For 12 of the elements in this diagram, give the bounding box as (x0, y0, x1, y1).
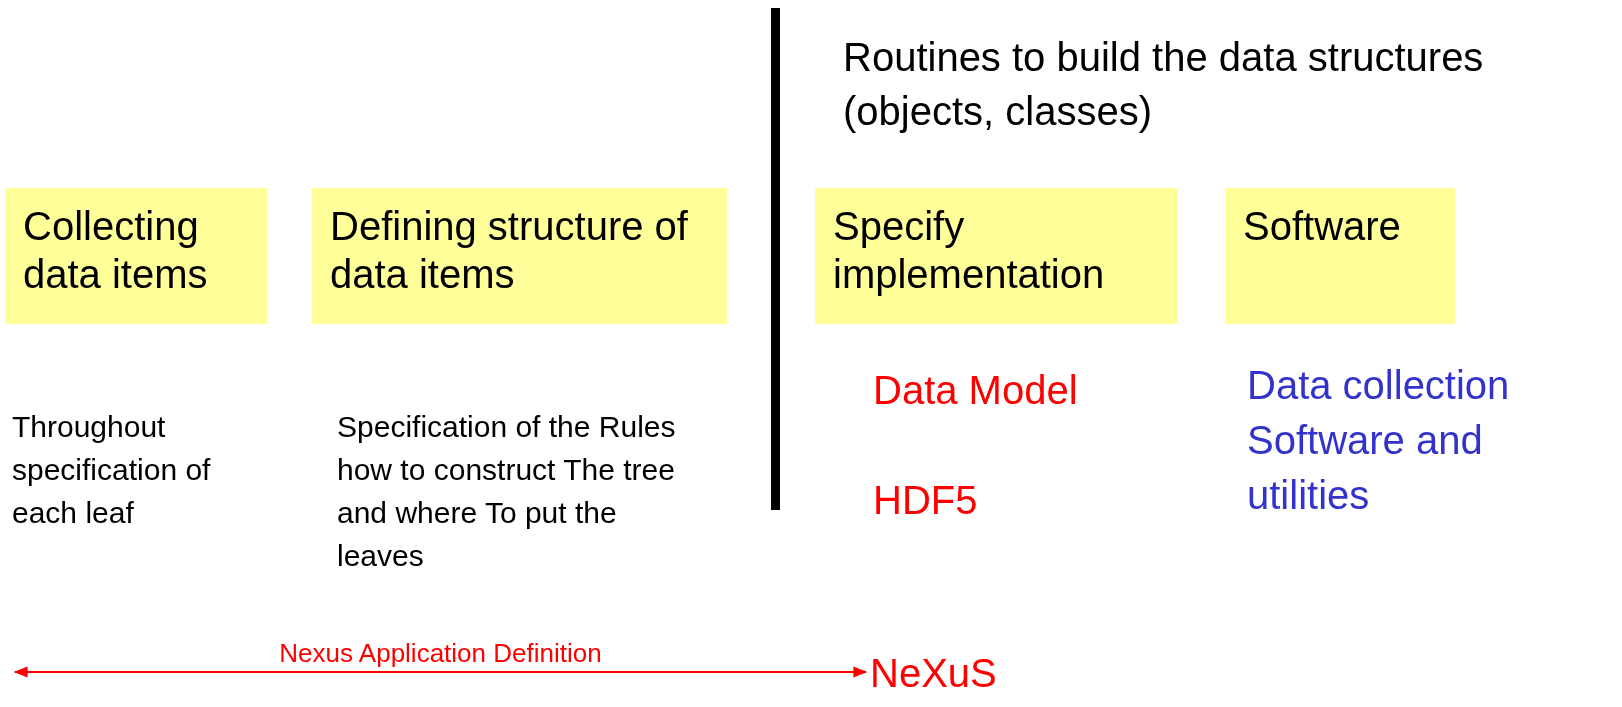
format-text: Data Model (873, 367, 1079, 414)
stage-box: Collecting data items (5, 188, 267, 324)
format-text: NeXuS (870, 648, 997, 698)
stage-box: Defining structure of data items (312, 188, 727, 324)
software-text: Data collection Software and utilities (1247, 362, 1511, 519)
stage-box: Software (1225, 188, 1455, 324)
format-text: HDF5 (873, 477, 979, 524)
stage-box: Specify implementation (815, 188, 1178, 324)
description-text: Throughout specification of each leaf (12, 409, 212, 531)
double-arrow (13, 666, 868, 678)
description-text: Specification of the Rules how to construct The tree and where To put the leaves (337, 409, 677, 574)
heading-text: Routines to build the data structures (objects, classes) (843, 34, 1485, 135)
